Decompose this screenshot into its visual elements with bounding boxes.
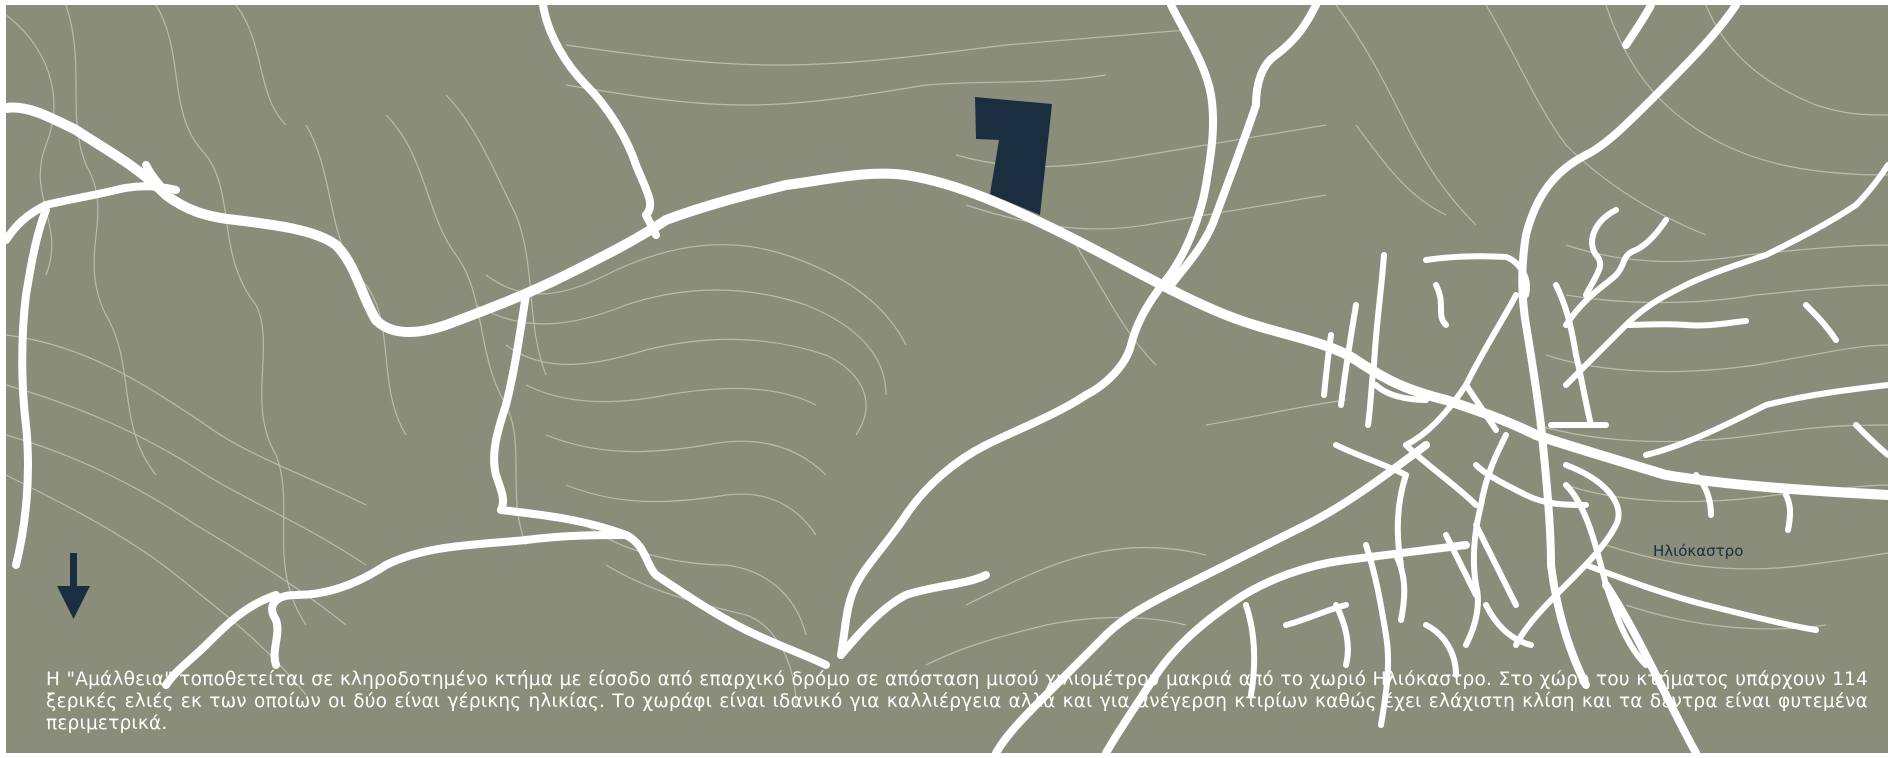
contour-lines [6, 5, 1888, 706]
north-arrow-icon [57, 553, 90, 619]
village-label: Ηλιόκαστρο [1653, 542, 1744, 560]
main-road [6, 102, 1888, 500]
map-canvas[interactable] [6, 5, 1888, 753]
map-frame: Ηλιόκαστρο Η "Αμάλθεια" τοποθετείται σε … [6, 5, 1888, 753]
roads [6, 5, 1888, 753]
property-parcel[interactable] [975, 97, 1052, 215]
description-text: Η "Αμάλθεια" τοποθετείται σε κληροδοτημέ… [46, 669, 1868, 734]
